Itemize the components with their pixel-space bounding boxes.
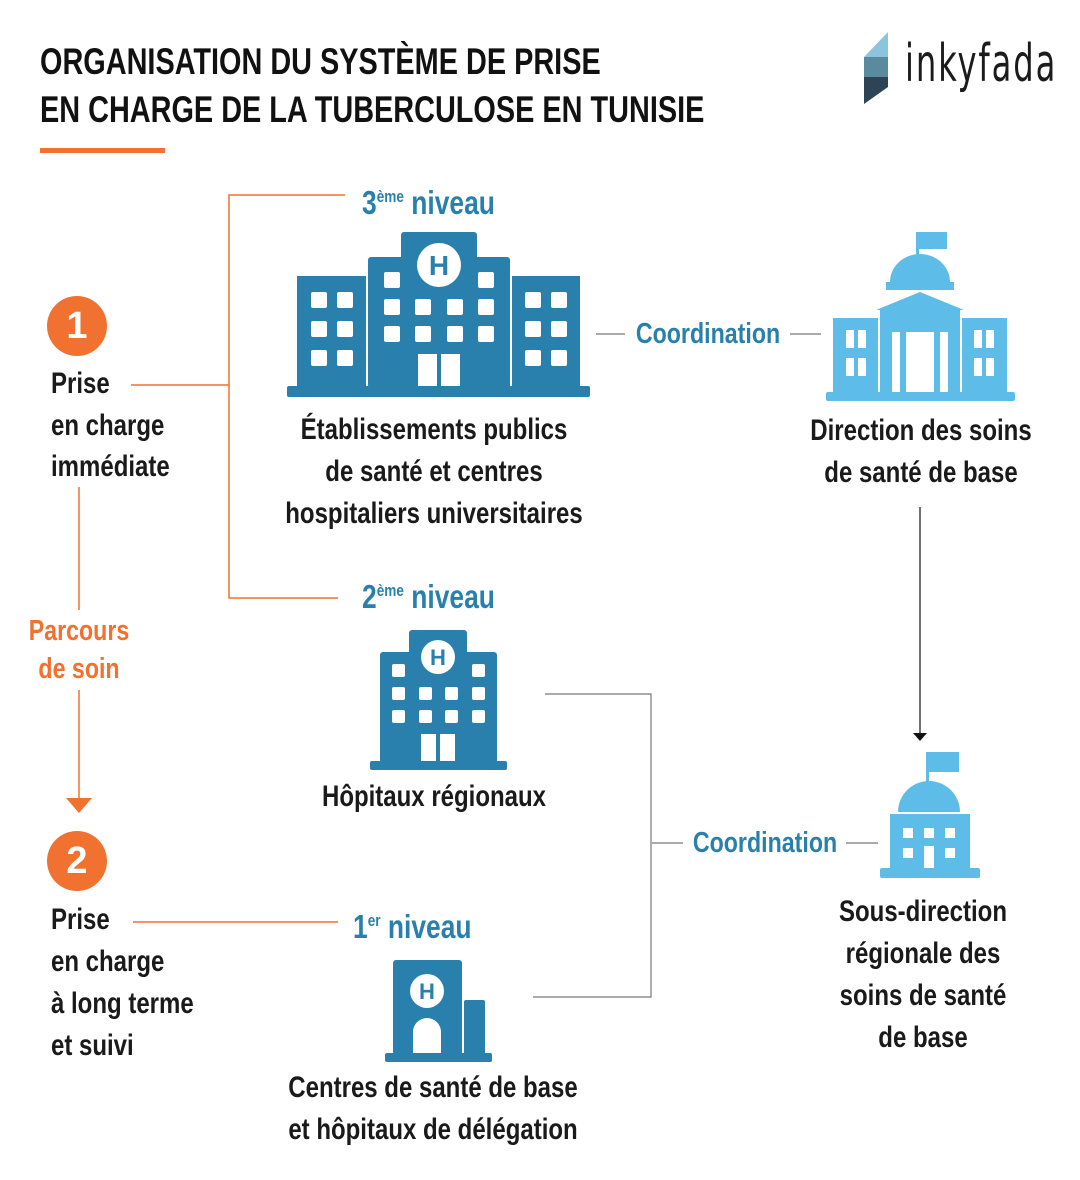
- level-3-name: Établissements publics: [300, 413, 568, 446]
- level-3-name: de santé et centres: [325, 455, 543, 488]
- direction-name: de santé de base: [824, 456, 1018, 489]
- step-2-badge: 2: [47, 831, 107, 891]
- coordination-label: Coordination: [635, 318, 781, 350]
- step-2-text: Prise: [51, 903, 110, 936]
- large-hospital-icon: H: [287, 232, 590, 397]
- inkyfada-logo-icon: [864, 32, 888, 104]
- inkyfada-logo-text: inkyfada: [905, 34, 1058, 94]
- level-2-label: 2ème niveau: [362, 578, 495, 615]
- level-3-label: 3ème niveau: [362, 184, 495, 221]
- sub-direction-name: soins de santé: [839, 979, 1007, 1012]
- level-1-name: et hôpitaux de délégation: [288, 1113, 578, 1146]
- step-2-text: en charge: [51, 945, 165, 978]
- care-path-label: de soin: [38, 653, 120, 685]
- coordination-lines: [533, 333, 878, 998]
- care-path-label: Parcours: [28, 615, 130, 647]
- svg-text:H: H: [430, 645, 446, 670]
- svg-text:H: H: [429, 250, 449, 281]
- level-2-name: Hôpitaux régionaux: [321, 780, 547, 813]
- step-1-text: en charge: [51, 409, 165, 442]
- level-1-label: 1er niveau: [353, 908, 472, 945]
- svg-text:H: H: [419, 979, 435, 1004]
- care-path-arrow: [66, 487, 92, 813]
- coordination-label: Coordination: [692, 827, 838, 859]
- government-building-icon: [826, 232, 1015, 401]
- page-title-line-2: EN CHARGE DE LA TUBERCULOSE EN TUNISIE: [40, 89, 705, 130]
- sub-direction-name: de base: [878, 1021, 968, 1054]
- health-center-icon: H: [385, 960, 492, 1062]
- step-2-text: et suivi: [51, 1029, 134, 1062]
- step-1-badge: 1: [47, 296, 107, 356]
- hospital-icon: H: [370, 630, 507, 770]
- level-connector-lines: [131, 194, 345, 923]
- level-1-name: Centres de santé de base: [288, 1071, 578, 1104]
- sub-direction-name: régionale des: [845, 937, 1001, 970]
- small-government-building-icon: [880, 752, 980, 878]
- hierarchy-arrow: [913, 507, 927, 741]
- step-2-text: à long terme: [51, 987, 194, 1020]
- title-underline: [40, 148, 165, 153]
- sub-direction-name: Sous-direction: [838, 895, 1008, 928]
- level-3-name: hospitaliers universitaires: [285, 497, 583, 530]
- step-1-text: immédiate: [51, 450, 170, 483]
- direction-name: Direction des soins: [810, 414, 1032, 447]
- page-title-line-1: ORGANISATION DU SYSTÈME DE PRISE: [40, 41, 601, 82]
- step-1-text: Prise: [51, 367, 110, 400]
